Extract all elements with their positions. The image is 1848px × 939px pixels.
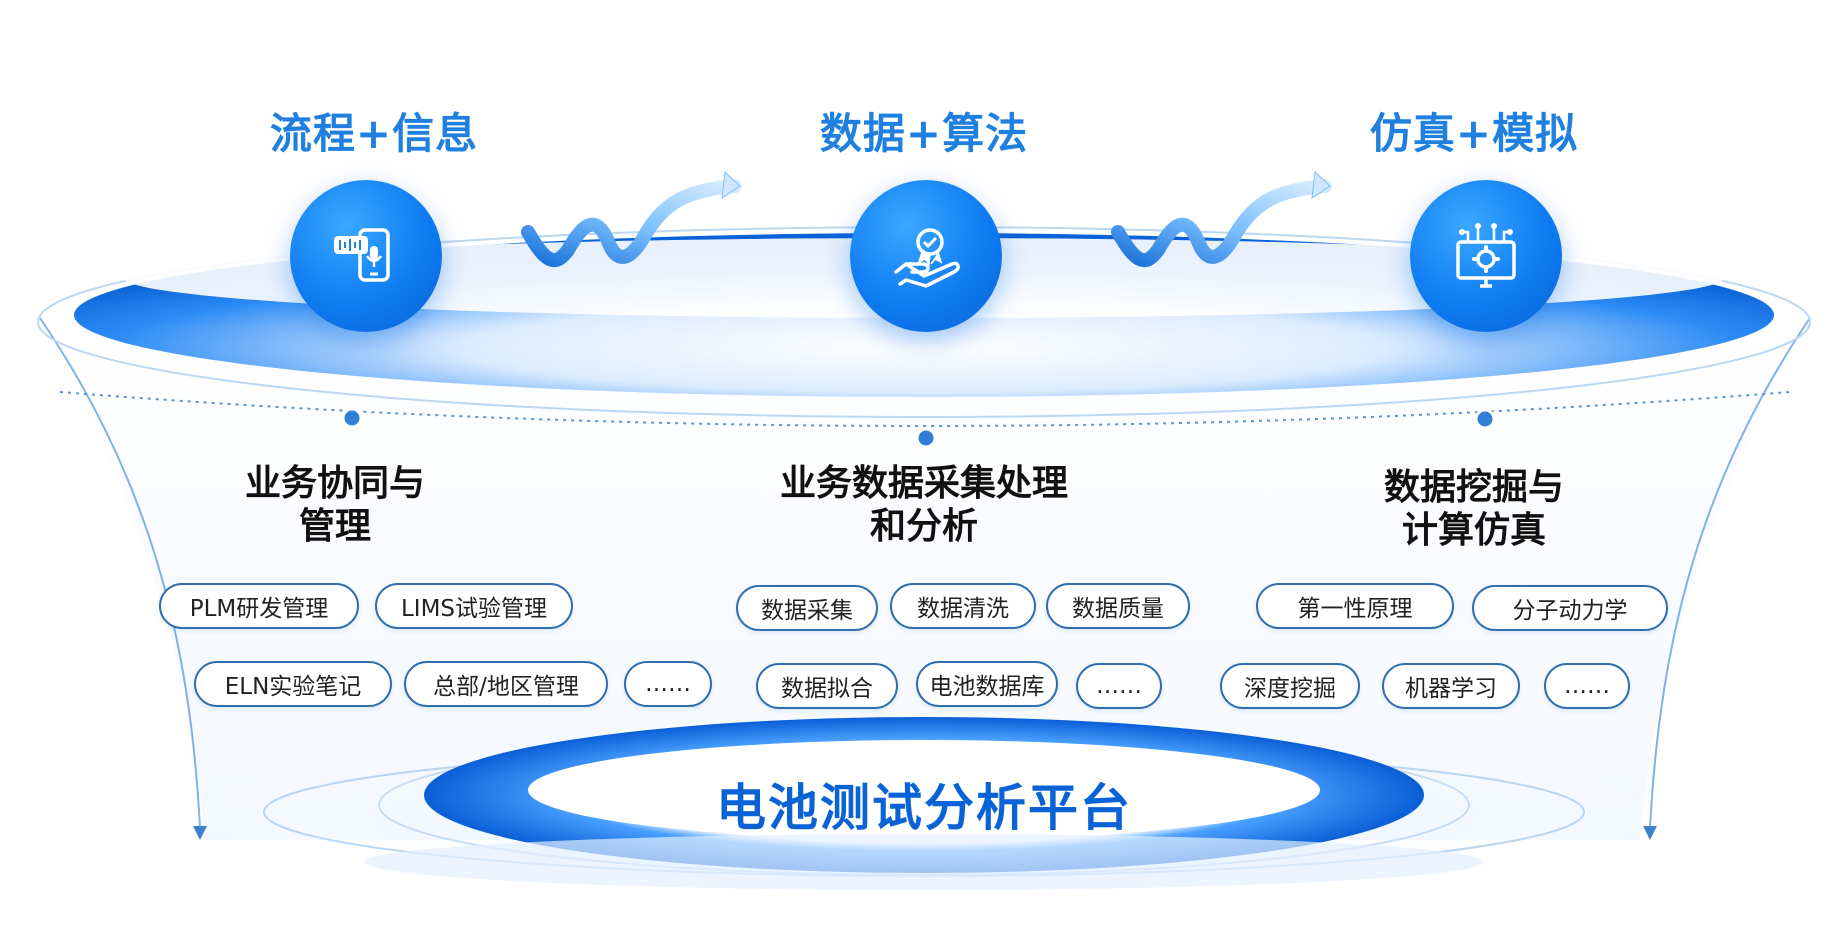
column-title-data-processing: 业务数据采集处理 和分析 xyxy=(780,462,1068,548)
tag-data-collection: 数据采集 xyxy=(736,585,878,631)
stage-title-simulation: 仿真+模拟 xyxy=(1369,109,1579,158)
tag-more: …… xyxy=(1076,663,1162,709)
tag-data-cleaning: 数据清洗 xyxy=(890,583,1036,629)
column-title-line: 计算仿真 xyxy=(1401,510,1547,552)
tag-lims: LIMS试验管理 xyxy=(375,583,573,629)
column-title-business-collaboration: 业务协同与 管理 xyxy=(245,462,425,548)
stage-title-process-info: 流程+信息 xyxy=(269,109,479,158)
tag-molecular-dynamics: 分子动力学 xyxy=(1472,585,1668,631)
column-title-line: 业务数据采集处理 xyxy=(779,463,1069,504)
column-title-line: 和分析 xyxy=(869,506,979,548)
monitor-gear-icon xyxy=(1456,223,1516,288)
tag-plm: PLM研发管理 xyxy=(159,583,359,629)
column-title-data-mining: 数据挖掘与 计算仿真 xyxy=(1384,466,1564,552)
tag-data-quality: 数据质量 xyxy=(1046,583,1190,629)
column-title-line: 管理 xyxy=(298,506,372,548)
hand-award-icon xyxy=(894,228,960,288)
flow-arrow-1 xyxy=(521,170,742,267)
tag-battery-database: 电池数据库 xyxy=(916,661,1058,707)
tag-hq-region: 总部/地区管理 xyxy=(404,661,608,707)
tag-more: …… xyxy=(624,661,712,707)
platform-title: 电池测试分析平台 xyxy=(716,779,1132,837)
column-title-line: 数据挖掘与 xyxy=(1383,467,1565,508)
tag-deep-mining: 深度挖掘 xyxy=(1220,663,1360,709)
tag-first-principles: 第一性原理 xyxy=(1256,583,1454,629)
stage-title-data-algorithm: 数据+算法 xyxy=(819,109,1029,158)
stage-circle-2 xyxy=(850,180,1002,332)
tag-more: …… xyxy=(1544,663,1630,709)
smartphone-voice-icon xyxy=(334,228,390,282)
tag-machine-learning: 机器学习 xyxy=(1382,663,1520,709)
stage-circle-1 xyxy=(290,180,442,332)
stage-circle-3 xyxy=(1410,180,1562,332)
column-title-line: 业务协同与 xyxy=(244,463,426,504)
tag-data-fitting: 数据拟合 xyxy=(756,663,898,709)
tag-eln: ELN实验笔记 xyxy=(194,661,392,707)
flow-arrow-2 xyxy=(1111,170,1332,267)
